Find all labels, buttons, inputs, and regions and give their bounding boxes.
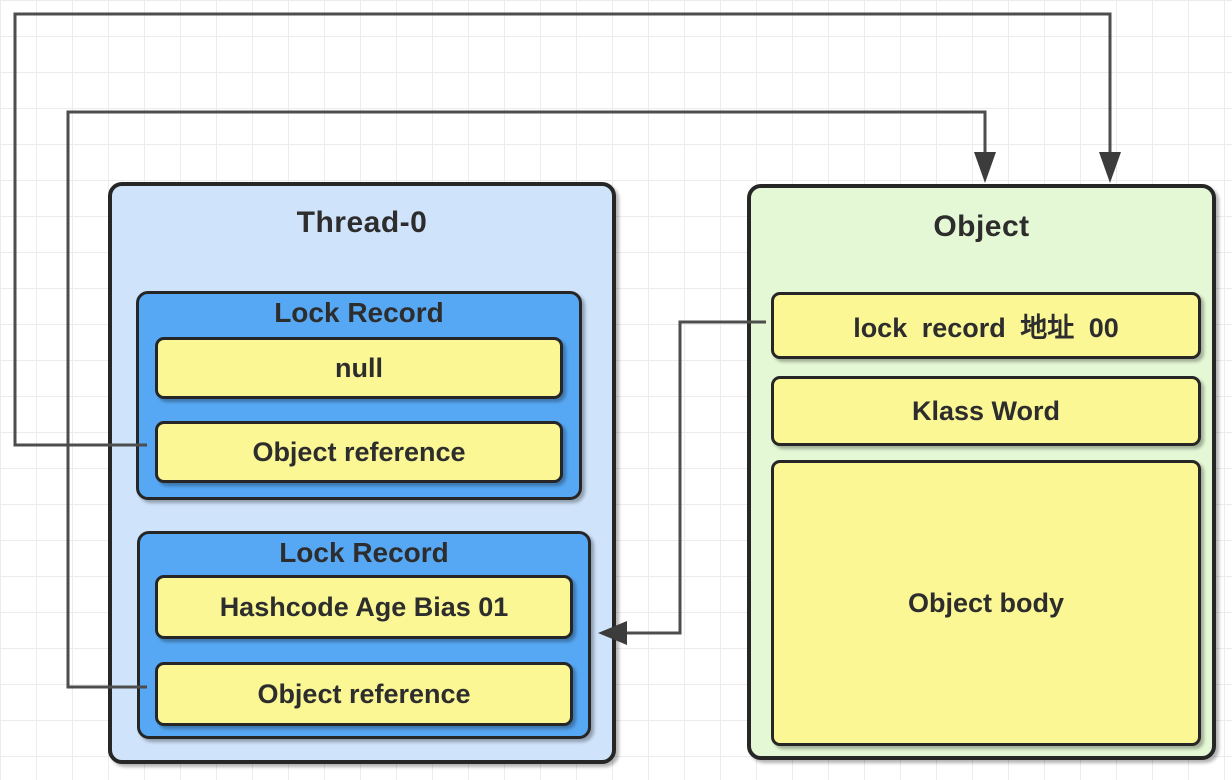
lock-record-1: Lock Record null Object reference	[136, 291, 582, 500]
lock-record-2-slot-object-reference: Object reference	[155, 662, 573, 726]
lock-record-2-slot-hashcode-age-bias: Hashcode Age Bias 01	[155, 575, 573, 639]
lock-record-1-slot-null: null	[155, 337, 563, 399]
thread-title: Thread-0	[296, 206, 428, 239]
lock-record-1-slot-object-reference: Object reference	[155, 421, 563, 483]
lock-record-1-title: Lock Record	[274, 297, 444, 328]
arrow-down-icon	[974, 152, 996, 183]
object-slot-mark-word: lock record 地址 00	[771, 292, 1201, 359]
object-slot-klass-word: Klass Word	[771, 376, 1201, 446]
lock-record-2: Lock Record Hashcode Age Bias 01 Object …	[137, 531, 591, 739]
connector-mark-word-to-lock-record	[625, 320, 766, 635]
lock-record-2-title: Lock Record	[279, 537, 449, 568]
thread-box: Thread-0 Lock Record null Object referen…	[108, 182, 616, 764]
arrow-down-icon	[1099, 152, 1121, 183]
object-box: Object lock record 地址 00 Klass Word Obje…	[747, 184, 1216, 760]
object-title: Object	[933, 210, 1030, 243]
object-slot-body: Object body	[771, 460, 1201, 746]
